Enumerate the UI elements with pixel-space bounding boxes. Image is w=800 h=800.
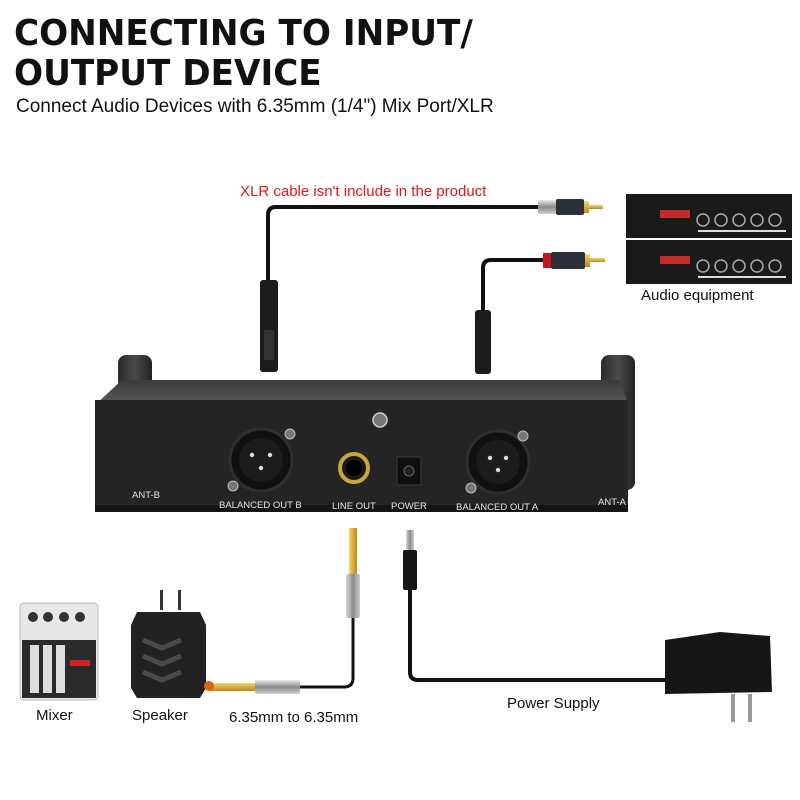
title-line-1: CONNECTING TO INPUT/ [14,13,473,54]
page-title: CONNECTING TO INPUT/ OUTPUT DEVICE [14,14,473,94]
port-label-line-out: LINE OUT [332,501,376,512]
xlr-not-included-note: XLR cable isn't include in the product [240,183,487,200]
power-cable [403,530,672,682]
receiver-back-panel [95,380,628,512]
title-line-2: OUTPUT DEVICE [14,53,322,94]
port-label-power: POWER [391,501,427,512]
port-label-ant-a: ANT-A [598,497,626,508]
page-subtitle: Connect Audio Devices with 6.35mm (1/4")… [16,96,494,117]
cable-635-label: 6.35mm to 6.35mm [229,709,359,726]
audio-equipment-label: Audio equipment [641,287,754,304]
port-label-ant-b: ANT-B [132,490,160,501]
jack-cable [210,528,360,694]
xlr-cable-a [475,252,605,374]
mixer-image [19,602,99,701]
port-label-balanced-out-b: BALANCED OUT B [219,500,302,511]
xlr-cable-b [260,199,603,372]
port-label-balanced-out-a: BALANCED OUT A [456,502,539,513]
mixer-label: Mixer [36,707,73,724]
speaker-label: Speaker [132,707,188,724]
power-adapter-image [665,632,772,722]
audio-equipment-image [626,194,792,284]
speaker-image [131,590,214,698]
power-supply-label: Power Supply [507,695,600,712]
